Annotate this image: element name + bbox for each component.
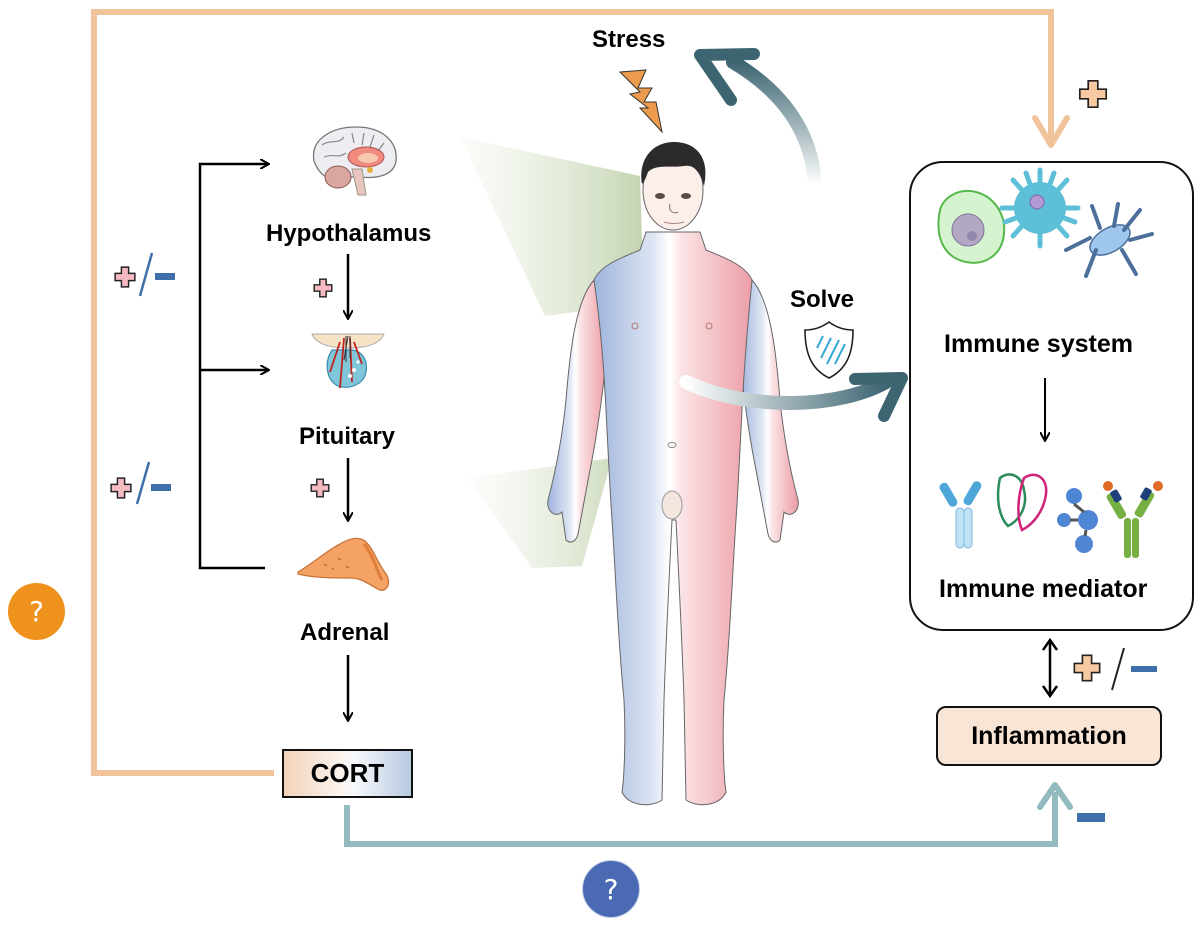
cort-to-inflammation-path xyxy=(344,782,1073,847)
cort-label: CORT xyxy=(310,758,385,788)
adrenal-label: Adrenal xyxy=(300,619,390,646)
cort-box: CORT xyxy=(282,749,413,798)
question-mark-text: ? xyxy=(29,595,44,628)
brain-icon xyxy=(312,126,397,196)
inflammation-box: Inflammation xyxy=(936,706,1162,766)
immune-mediators-icon xyxy=(939,473,1163,558)
cort-to-immune-path xyxy=(91,9,1070,776)
question-icon-blue: ? xyxy=(582,860,640,918)
inflammation-label: Inflammation xyxy=(971,721,1127,750)
feedback-bracket xyxy=(198,164,268,570)
plus-minus-hypothalamus-feedback xyxy=(114,252,175,297)
plus-icon-hypothalamus-pituitary xyxy=(313,278,333,298)
hypothalamus-label: Hypothalamus xyxy=(266,220,432,247)
adrenal-icon xyxy=(297,537,390,591)
solve-curved-arrow xyxy=(679,372,908,422)
immune-system-label: Immune system xyxy=(944,330,1133,358)
stress-label: Stress xyxy=(592,26,666,53)
immune-cells-icon xyxy=(937,167,1154,278)
question-mark-text: ? xyxy=(603,872,619,906)
question-icon-orange: ? xyxy=(8,583,65,640)
stress-curved-arrow xyxy=(694,48,822,192)
plus-minus-mediator-inflammation xyxy=(1073,647,1157,691)
pituitary-icon xyxy=(311,333,385,389)
shield-icon xyxy=(804,321,854,379)
lightning-bolt-icon xyxy=(618,69,663,134)
plus-minus-pituitary-feedback xyxy=(110,461,171,505)
plus-icon-cort-immune xyxy=(1078,79,1108,109)
minus-icon-cort-inflammation xyxy=(1077,813,1105,822)
immune-system-panel xyxy=(909,161,1194,631)
solve-label: Solve xyxy=(790,286,855,313)
human-body-illustration xyxy=(547,142,799,806)
mediator-inflammation-double-arrow xyxy=(1041,637,1059,699)
immune-mediator-label: Immune mediator xyxy=(939,575,1148,603)
pituitary-label: Pituitary xyxy=(299,423,396,450)
plus-icon-pituitary-adrenal xyxy=(310,478,330,498)
hypothalamus-focus-cone xyxy=(460,137,644,316)
